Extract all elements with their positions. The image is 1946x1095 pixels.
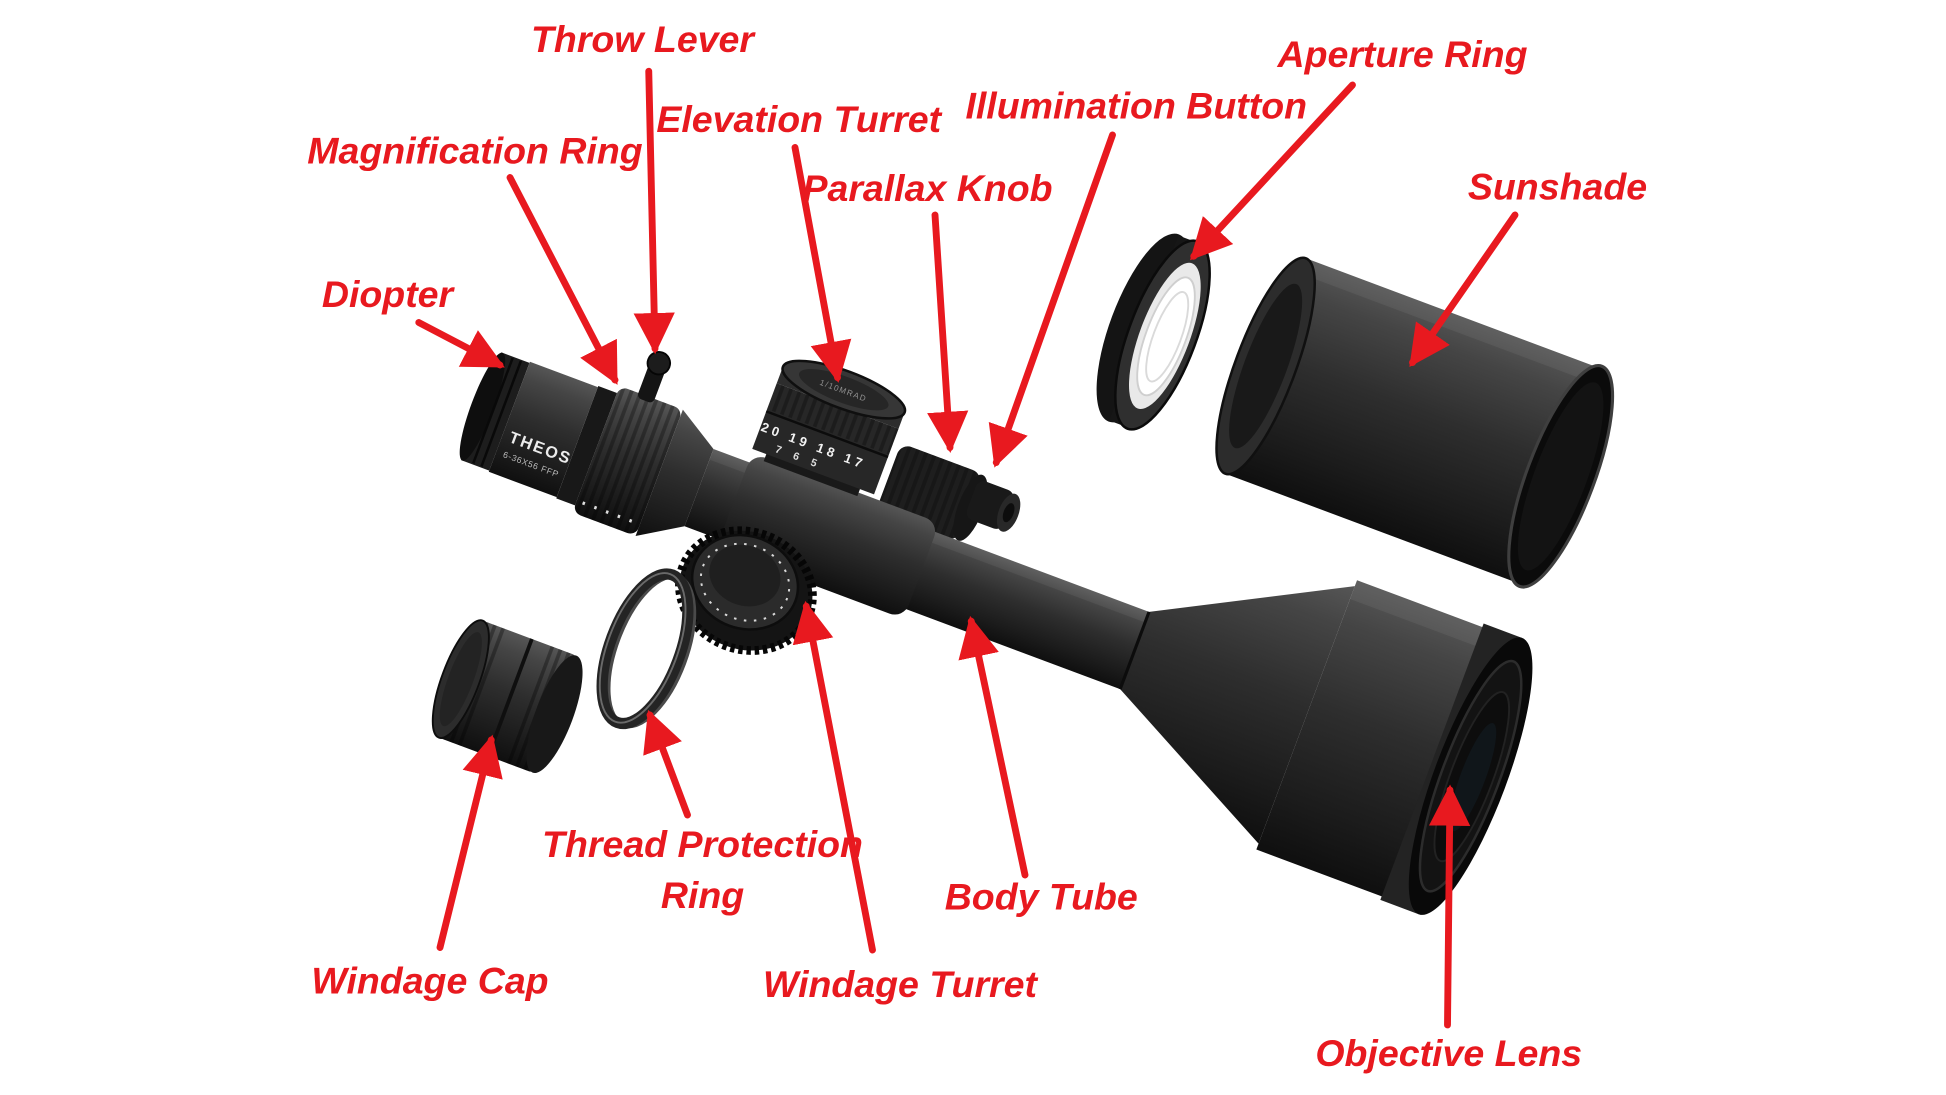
label-elevation-turret: Elevation Turret [656, 99, 942, 141]
objective-bell-taper [1120, 586, 1355, 844]
windage-turret-cap [709, 544, 781, 607]
arrow-thread-protection-ring [643, 709, 691, 819]
magnification-ring-knurling [574, 388, 681, 534]
arrow-objective-lens [1428, 784, 1471, 1029]
diopter [459, 352, 530, 471]
label-illumination-button: Illumination Button [965, 85, 1308, 128]
elevation-turret-knurling [767, 383, 899, 455]
label-throw-lever: Throw Lever [531, 19, 754, 61]
sunshade-rear-thread [1229, 283, 1303, 449]
thread-ring-glint [598, 572, 687, 724]
windage-turret [675, 526, 817, 655]
arrow-throw-lever [633, 67, 675, 355]
sunshade [1215, 256, 1615, 589]
label-diopter: Diopter [321, 274, 454, 316]
arrow-parallax-knob [927, 211, 969, 453]
label-body-tube: Body Tube [944, 877, 1138, 919]
illumination-button [966, 481, 1021, 532]
arrow-sunshade [1409, 211, 1519, 368]
label-windage-cap: Windage Cap [311, 960, 549, 1003]
label-sunshade: Sunshade [1467, 167, 1648, 209]
diopter-groove [472, 357, 514, 464]
diopter-face [459, 352, 506, 461]
windage-cap [431, 619, 583, 774]
arrow-body-tube [958, 615, 1029, 879]
arrow-windage-cap [436, 734, 503, 951]
sunshade-front-rim [1507, 364, 1615, 589]
sunshade-front-inner [1517, 382, 1604, 571]
objective-housing [1256, 580, 1489, 899]
eyepiece-taper [635, 409, 714, 537]
sunshade-highlight [1300, 258, 1601, 384]
objective-highlight [1350, 580, 1489, 648]
arrow-diopter [415, 319, 505, 369]
aperture-ring [1096, 233, 1211, 431]
eyepiece-lock-ring [556, 385, 618, 506]
eyepiece-housing [488, 361, 598, 498]
windage-cap-open-end [526, 655, 583, 774]
arrow-windage-turret [792, 600, 876, 954]
eyepiece: THEOS 6-36X56 FFP [488, 361, 598, 498]
callout-arrows [415, 67, 1519, 1029]
thread-protection-ring [596, 568, 697, 730]
label-parallax-knob: Parallax Knob [802, 168, 1053, 210]
label-aperture-ring: Aperture Ring [1277, 34, 1528, 76]
scope-assembly: THEOS 6-36X56 FFP [459, 351, 1533, 915]
turret-saddle [720, 457, 936, 615]
windage-dial-marks [699, 542, 791, 622]
magnification-ring [574, 388, 681, 534]
arrow-elevation-turret [791, 144, 852, 383]
windage-cap-top-inset [439, 632, 482, 727]
illumination-dot-icon [1002, 503, 1015, 523]
elevation-turret-groove [765, 410, 889, 459]
throw-lever [638, 351, 672, 403]
label-thread-protection-ring: Thread Protection Ring [542, 824, 863, 917]
aperture-opening [1145, 291, 1190, 383]
arrow-magnification-ring [506, 174, 619, 385]
arrow-illumination-button [988, 131, 1116, 468]
label-magnification-ring: Magnification Ring [307, 130, 643, 173]
bell-joint-line [1118, 611, 1151, 690]
diopter-groove [480, 360, 523, 467]
label-windage-turret: Windage Turret [762, 964, 1038, 1006]
arrow-aperture-ring [1190, 81, 1356, 261]
sunshade-body [1225, 258, 1601, 585]
label-objective-lens: Objective Lens [1315, 1033, 1583, 1075]
